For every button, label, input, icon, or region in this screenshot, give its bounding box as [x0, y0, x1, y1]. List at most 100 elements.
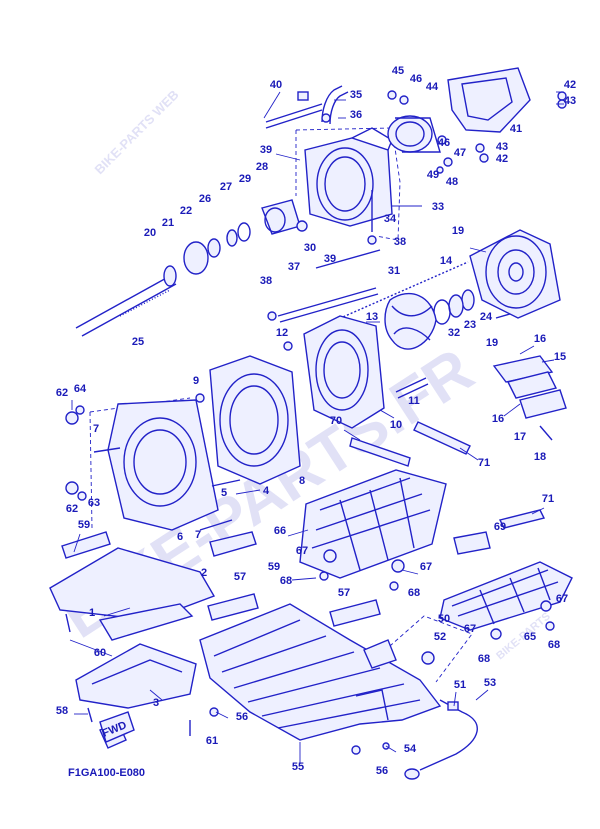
callout-16: 16	[534, 333, 546, 345]
callout-57: 57	[234, 571, 246, 583]
callout-16: 16	[492, 413, 504, 425]
callout-9: 9	[193, 375, 199, 387]
callout-27: 27	[220, 181, 232, 193]
callout-28: 28	[256, 161, 268, 173]
hull-plate	[199, 603, 442, 755]
callout-22: 22	[180, 205, 192, 217]
callout-68: 68	[548, 639, 560, 651]
callout-39: 39	[260, 144, 272, 156]
callout-37: 37	[288, 261, 300, 273]
callout-35: 35	[350, 89, 362, 101]
impeller	[335, 261, 469, 350]
drive-shaft-assembly	[75, 199, 377, 337]
callout-26: 26	[199, 193, 211, 205]
intake-ducts	[195, 315, 429, 485]
callout-67: 67	[464, 623, 476, 635]
callout-57: 57	[338, 587, 350, 599]
callout-4: 4	[263, 485, 270, 497]
callout-31: 31	[388, 265, 400, 277]
callout-64: 64	[74, 383, 87, 395]
callout-10: 10	[390, 419, 402, 431]
callout-2: 2	[201, 567, 207, 579]
callout-70: 70	[330, 415, 342, 427]
callout-48: 48	[446, 176, 458, 188]
callout-29: 29	[239, 173, 251, 185]
callout-63: 63	[88, 497, 100, 509]
callout-42: 42	[564, 79, 576, 91]
callout-20: 20	[144, 227, 156, 239]
callout-7: 7	[195, 529, 201, 541]
callout-24: 24	[480, 311, 493, 323]
callout-33: 33	[432, 201, 444, 213]
callout-49: 49	[427, 169, 439, 181]
callout-67: 67	[420, 561, 432, 573]
callout-15: 15	[554, 351, 566, 363]
callout-68: 68	[478, 653, 490, 665]
callout-42: 42	[496, 153, 508, 165]
callout-17: 17	[514, 431, 526, 443]
callout-50: 50	[438, 613, 450, 625]
callout-45: 45	[392, 65, 404, 77]
callout-38: 38	[394, 236, 406, 248]
valve-assembly	[492, 313, 567, 441]
sensor-assembly	[363, 615, 478, 780]
callout-69: 69	[494, 521, 506, 533]
callout-25: 25	[132, 336, 144, 348]
callout-55: 55	[292, 761, 304, 773]
callout-3: 3	[153, 697, 159, 709]
callout-19: 19	[452, 225, 464, 237]
callout-21: 21	[162, 217, 174, 229]
callout-18: 18	[534, 451, 546, 463]
nozzle-assembly	[265, 67, 567, 241]
callout-62: 62	[56, 387, 68, 399]
rod-37	[267, 249, 381, 323]
callout-51: 51	[454, 679, 466, 691]
callout-61: 61	[206, 735, 218, 747]
callout-66: 66	[274, 525, 286, 537]
callout-67: 67	[296, 545, 308, 557]
callout-68: 68	[280, 575, 292, 587]
callout-43: 43	[564, 95, 576, 107]
pump-casing	[433, 229, 561, 325]
callout-34: 34	[384, 213, 397, 225]
ride-plates	[299, 469, 573, 640]
callout-62: 62	[66, 503, 78, 515]
callout-65: 65	[524, 631, 536, 643]
callout-12: 12	[276, 327, 288, 339]
callout-46: 46	[410, 73, 422, 85]
callout-1: 1	[89, 607, 95, 619]
callout-68: 68	[408, 587, 420, 599]
callout-43: 43	[496, 141, 508, 153]
callout-32: 32	[448, 327, 460, 339]
bottom-bracket: FWD	[75, 643, 197, 749]
intake-plate	[65, 397, 241, 531]
leader-lines	[69, 91, 564, 764]
callout-39: 39	[324, 253, 336, 265]
callout-38: 38	[260, 275, 272, 287]
callout-59: 59	[78, 519, 90, 531]
watermark-corner: BIKE-PARTS WEB	[92, 87, 182, 177]
callout-7: 7	[93, 423, 99, 435]
callout-67: 67	[556, 593, 568, 605]
callout-23: 23	[464, 319, 476, 331]
callout-54: 54	[404, 743, 417, 755]
callout-52: 52	[434, 631, 446, 643]
callout-14: 14	[440, 255, 453, 267]
callout-59: 59	[268, 561, 280, 573]
callout-40: 40	[270, 79, 282, 91]
callout-41: 41	[510, 123, 522, 135]
callout-11: 11	[408, 395, 420, 407]
callout-19: 19	[486, 337, 498, 349]
callout-56: 56	[376, 765, 388, 777]
callout-36: 36	[350, 109, 362, 121]
callout-30: 30	[304, 242, 316, 254]
brackets	[49, 531, 381, 641]
callout-13: 13	[366, 311, 378, 323]
callout-44: 44	[426, 81, 439, 93]
callout-56: 56	[236, 711, 248, 723]
callout-58: 58	[56, 705, 68, 717]
callout-60: 60	[94, 647, 106, 659]
links	[349, 421, 546, 555]
